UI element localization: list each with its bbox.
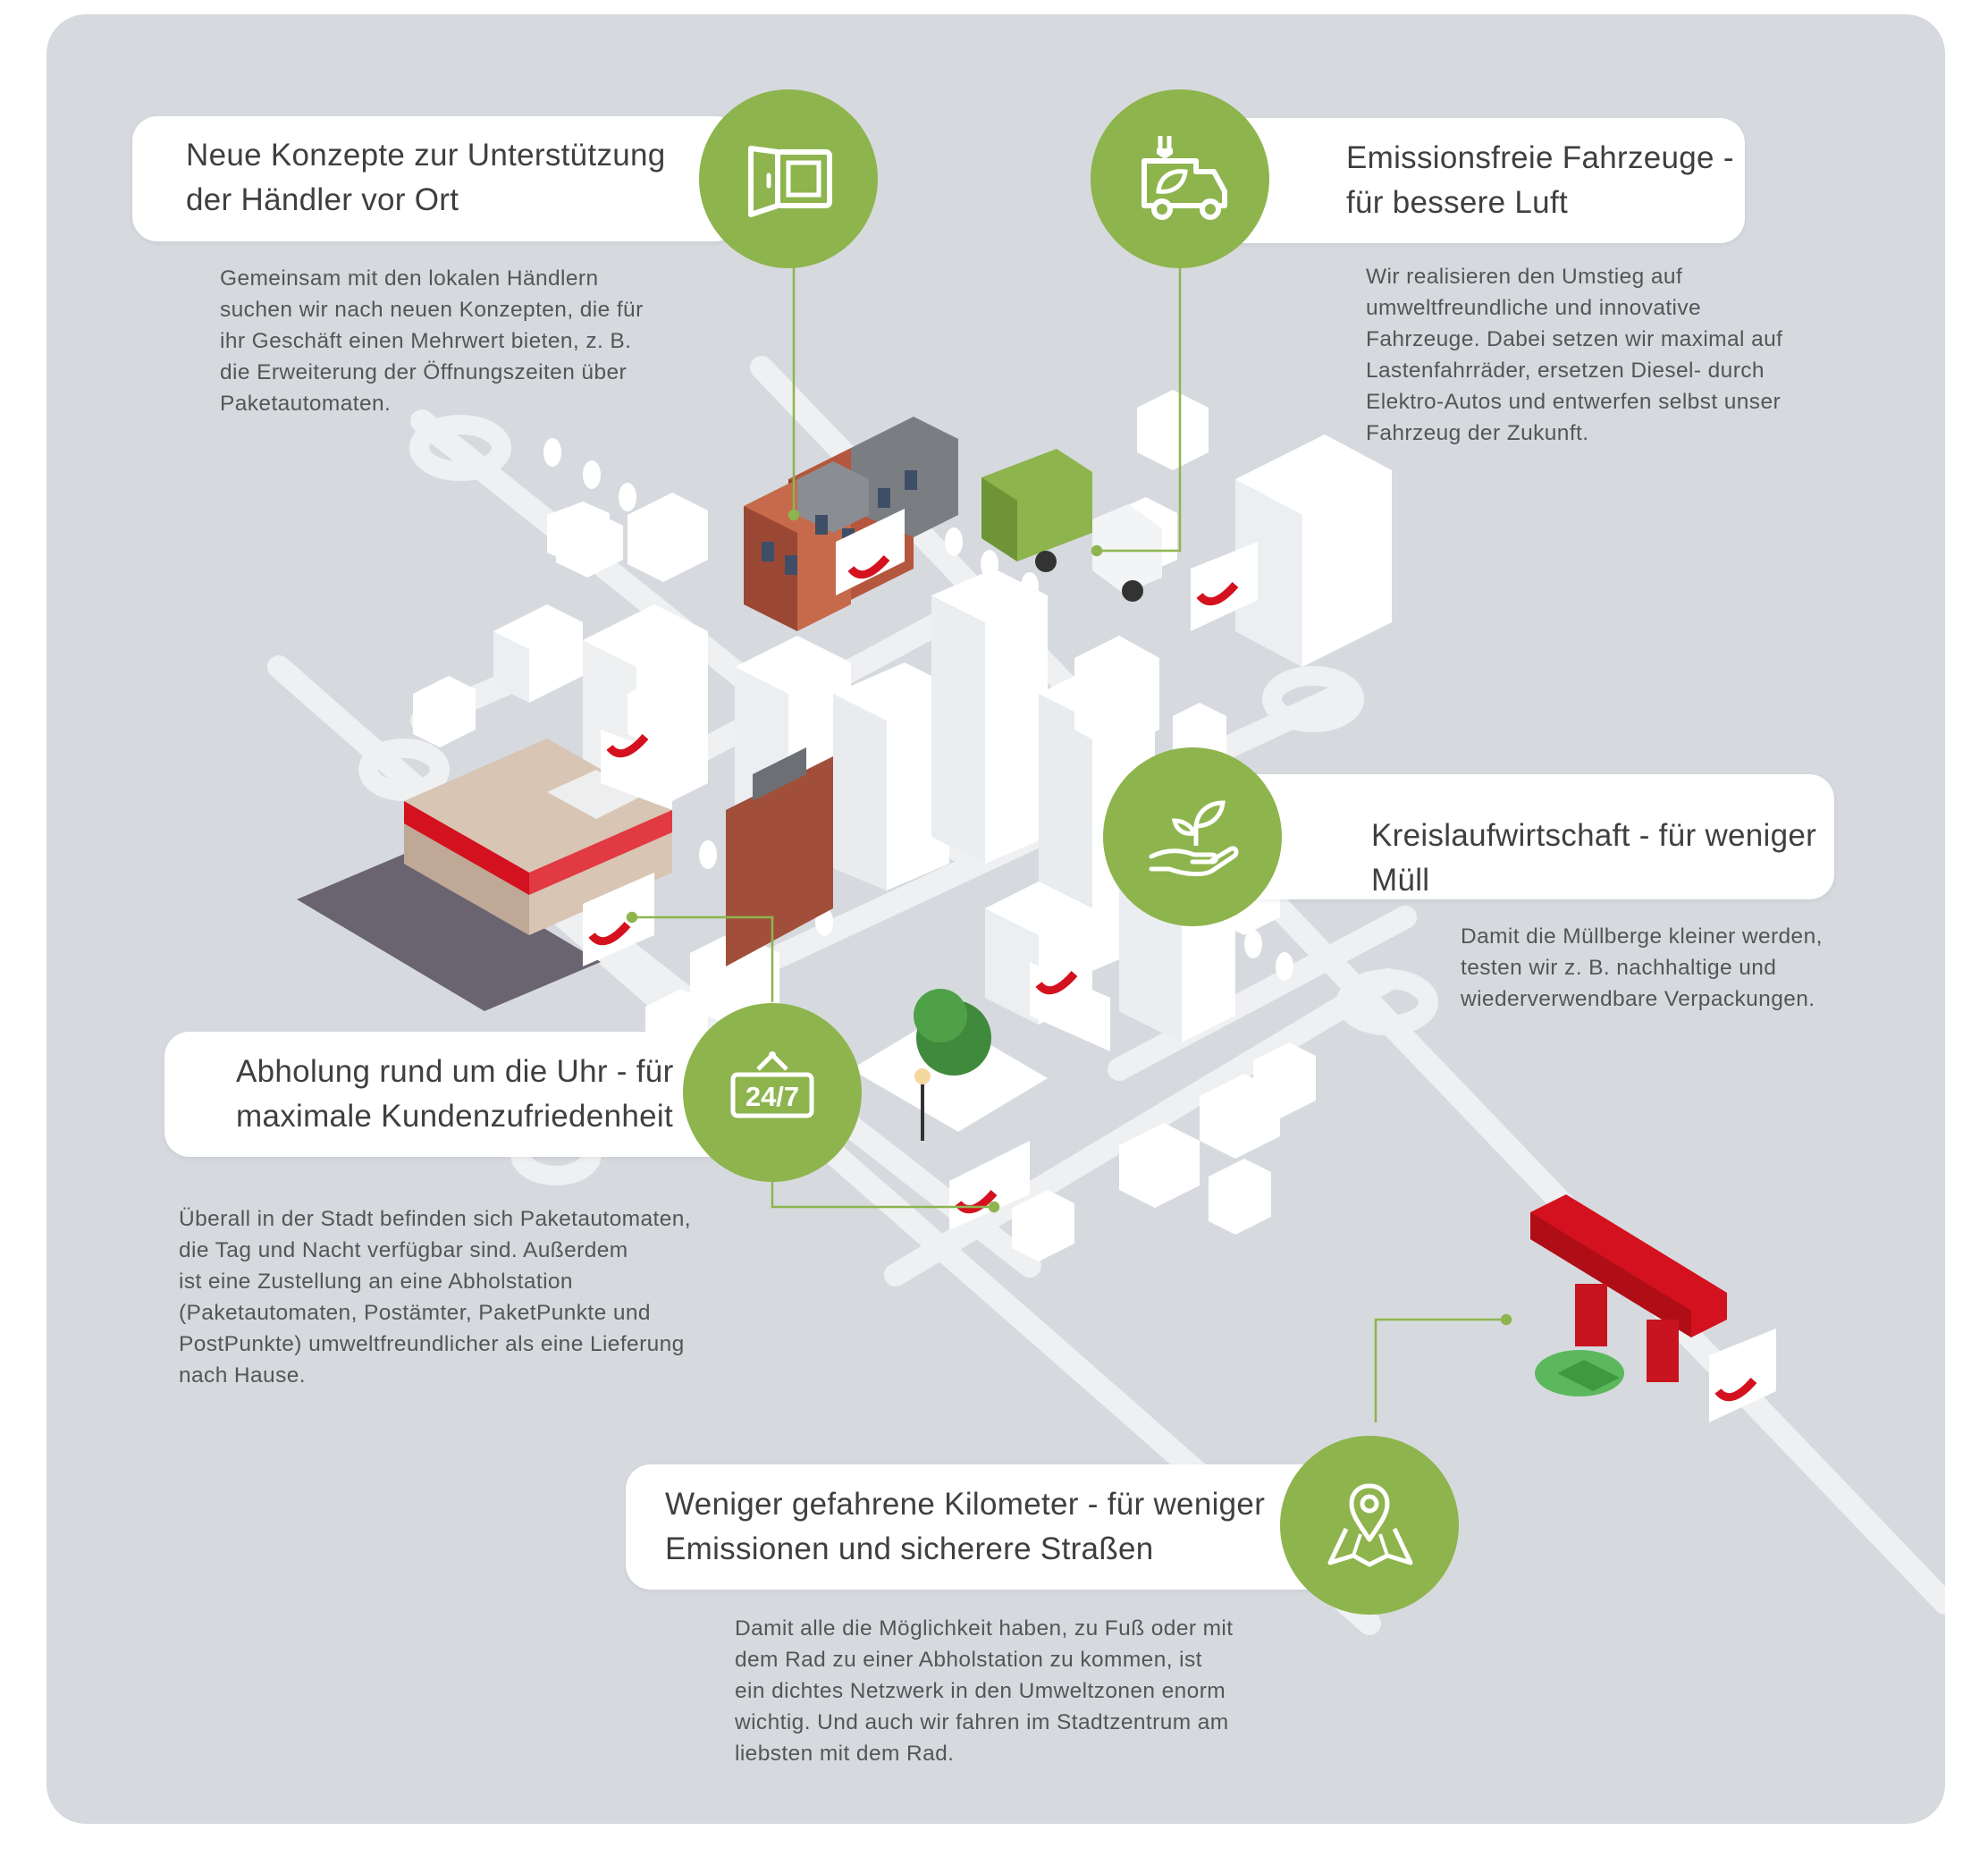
vehicles-title: Emissionsfreie Fahrzeuge - für bessere L… [1346, 140, 1734, 220]
circular-card: Kreislaufwirtschaft - für weniger Müll [1173, 774, 1834, 899]
pickup-title: Abholung rund um die Uhr - für maximale … [236, 1054, 674, 1134]
city-illustration [267, 257, 1945, 1635]
petrol-station [1530, 1194, 1727, 1396]
circular-description: Damit die Müllberge kleiner werden, test… [1461, 924, 1823, 1011]
park [851, 989, 1048, 1141]
kilometers-circle [1280, 1436, 1459, 1615]
connector-lines [626, 257, 1512, 1422]
brick-house [726, 417, 958, 966]
local-retail-description: Gemeinsam mit den lokalen Händlern suche… [220, 266, 644, 416]
electric-van-icon [1141, 136, 1227, 220]
kilometers-title: Weniger gefahrene Kilometer - für wenige… [665, 1487, 1266, 1566]
kilometers-card: Weniger gefahrene Kilometer - für wenige… [626, 1464, 1394, 1590]
24-7-text: 24/7 [746, 1081, 799, 1112]
infographic-panel: Neue Konzepte zur Unterstützung der Händ… [46, 14, 1945, 1824]
pickup-card: Abholung rund um die Uhr - für maximale … [164, 1032, 763, 1157]
local-retail-card: Neue Konzepte zur Unterstützung der Händ… [132, 116, 740, 241]
green-truck [981, 449, 1162, 602]
plant-in-hand-icon [1149, 800, 1239, 877]
24-7-sign-icon: 24/7 [730, 1051, 814, 1118]
vehicles-circle [1091, 89, 1269, 268]
vehicles-description: Wir realisieren den Umstieg auf umweltfr… [1366, 265, 1783, 445]
parcel-locker-icon [748, 146, 832, 217]
map-pin-icon [1327, 1483, 1413, 1567]
circular-circle [1103, 747, 1282, 926]
pickup-circle: 24/7 [683, 1003, 862, 1182]
pickup-description: Überall in der Stadt befinden sich Paket… [179, 1207, 691, 1388]
kilometers-description: Damit alle die Möglichkeit haben, zu Fuß… [735, 1616, 1234, 1766]
circular-title: Kreislaufwirtschaft - für weniger Müll [1371, 818, 1817, 898]
parcel-lockers [583, 509, 1776, 1422]
supermarket [297, 738, 672, 1011]
local-retail-circle [699, 89, 878, 268]
local-retail-title: Neue Konzepte zur Unterstützung der Händ… [186, 138, 666, 217]
